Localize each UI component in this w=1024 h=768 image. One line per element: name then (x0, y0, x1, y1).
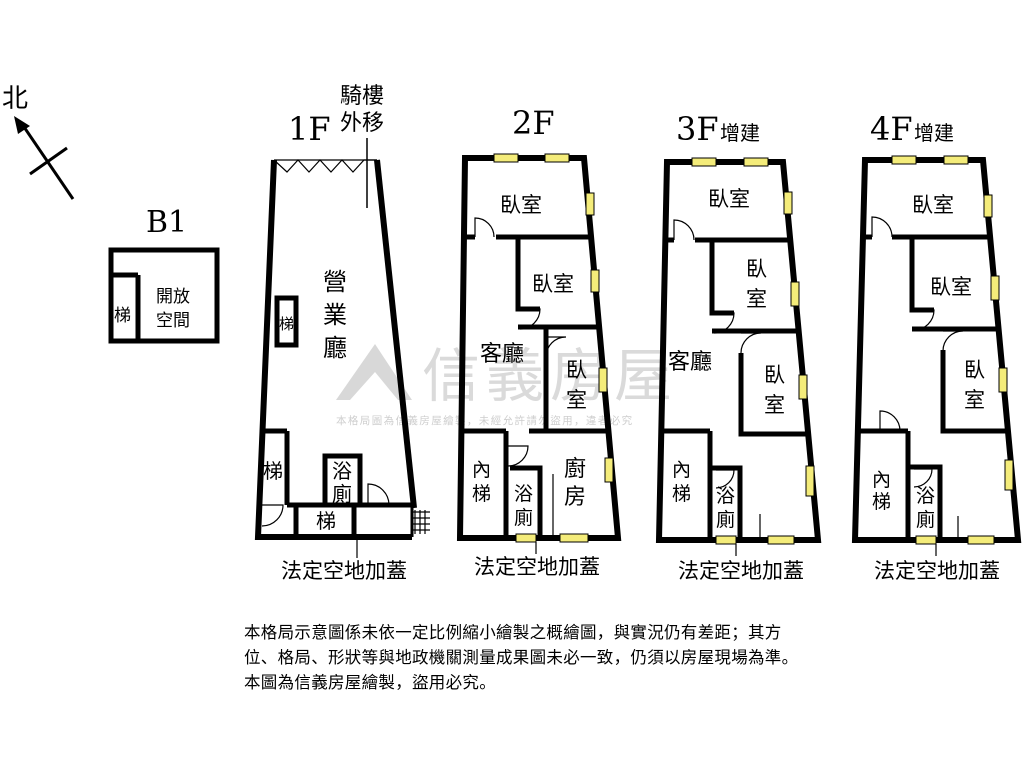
2f-bedroom-2: 臥室 (532, 272, 574, 296)
2f-bedroom-1: 臥室 (500, 193, 542, 217)
arcade-label-line1: 騎樓 (340, 84, 384, 109)
business-hall-char1: 營 (323, 268, 347, 296)
floor-2f-label: 2F (512, 104, 555, 142)
b1-open-space-line1: 開放 (156, 287, 190, 307)
1f-addition-label: 法定空地加蓋 (281, 559, 407, 583)
floor-4f: 4F 增建 臥室 臥室 臥 室 內 梯 浴 (851, 110, 1022, 583)
2f-bathroom-char2: 廁 (514, 506, 533, 529)
4f-bedroom-3-char2: 室 (964, 388, 985, 412)
north-label: 北 (2, 84, 28, 114)
b1-open-space-line2: 空間 (156, 311, 190, 331)
2f-inner-stairs-char1: 內 (472, 459, 491, 481)
1f-bathroom-line1: 浴 (332, 459, 352, 483)
4f-bedroom-1: 臥室 (912, 193, 954, 217)
2f-bathroom-char1: 浴 (514, 483, 533, 505)
floor-3f-tag: 增建 (720, 121, 760, 145)
3f-bathroom-char2: 廁 (716, 508, 735, 531)
disclaimer-line-2: 位、格局、形狀等與地政機關測量成果圖未必一致，仍須以房屋現場為準。 (244, 648, 799, 667)
3f-inner-stairs-char1: 內 (672, 459, 691, 481)
floor-4f-tag: 增建 (914, 121, 954, 145)
3f-bedroom-2-char2: 室 (746, 287, 767, 311)
2f-bedroom-3-char2: 室 (566, 388, 587, 412)
business-hall-char3: 廳 (323, 334, 347, 362)
3f-living-room: 客廳 (668, 350, 712, 375)
compass: 北 (2, 84, 75, 200)
2f-kitchen-char2: 房 (564, 485, 586, 510)
arcade-label-line2: 外移 (340, 111, 384, 136)
watermark-logo-icon (336, 344, 412, 400)
3f-bedroom-1: 臥室 (708, 187, 750, 211)
floor-3f: 3F 增建 臥室 臥 室 客廳 臥 室 內 梯 (655, 110, 822, 583)
4f-bedroom-2: 臥室 (930, 275, 972, 299)
2f-living-room: 客廳 (480, 342, 524, 367)
3f-bedroom-2-char1: 臥 (746, 257, 767, 281)
floor-2f: 2F 臥室 臥室 客廳 臥 室 (456, 104, 622, 579)
2f-addition-label: 法定空地加蓋 (474, 555, 600, 579)
4f-bathroom-char1: 浴 (916, 485, 935, 507)
3f-addition-label: 法定空地加蓋 (678, 559, 804, 583)
4f-bathroom-char2: 廁 (916, 508, 935, 531)
4f-bedroom-3-char1: 臥 (964, 358, 985, 382)
floor-4f-label: 4F (870, 110, 913, 148)
3f-inner-stairs-char2: 梯 (672, 483, 691, 505)
3f-bedroom-3-char2: 室 (764, 393, 785, 417)
3f-bedroom-3-char1: 臥 (764, 363, 785, 387)
disclaimer-line-1: 本格局示意圖係未依一定比例縮小繪製之概繪圖，與實況仍有差距；其方 (244, 623, 782, 642)
floor-b1: B1 梯 開放 空間 (108, 205, 220, 344)
4f-inner-stairs-char2: 梯 (872, 491, 891, 513)
4f-inner-stairs-char1: 內 (872, 469, 891, 491)
1f-bathroom-line2: 廁 (332, 482, 352, 506)
2f-bedroom-3-char1: 臥 (566, 358, 587, 382)
2f-kitchen-char1: 廚 (564, 457, 586, 482)
disclaimer-note: 本格局示意圖係未依一定比例縮小繪製之概繪圖，與實況仍有差距；其方 位、格局、形狀… (244, 620, 944, 695)
1f-left-stairs-label: 梯 (263, 459, 283, 483)
watermark-caption: 本格局圖為信義房屋繪製，未經允許請勿盜用，違者必究 (336, 414, 634, 427)
floor-b1-label: B1 (146, 205, 187, 240)
floor-1f: 1F 騎樓 外移 梯 營 業 廳 梯 梯 浴 廁 (254, 84, 430, 583)
business-hall-char2: 業 (323, 301, 347, 329)
1f-inner-stairs-label: 梯 (279, 315, 294, 333)
1f-bottom-stairs-label: 梯 (316, 509, 336, 533)
floor-3f-label: 3F (676, 110, 719, 148)
b1-stairs-label: 梯 (114, 306, 131, 326)
2f-inner-stairs-char2: 梯 (472, 483, 491, 505)
4f-addition-label: 法定空地加蓋 (874, 559, 1000, 583)
3f-bathroom-char1: 浴 (716, 485, 735, 507)
floor-1f-label: 1F (288, 110, 331, 148)
disclaimer-line-3: 本圖為信義房屋繪製，盜用必究。 (244, 673, 496, 692)
